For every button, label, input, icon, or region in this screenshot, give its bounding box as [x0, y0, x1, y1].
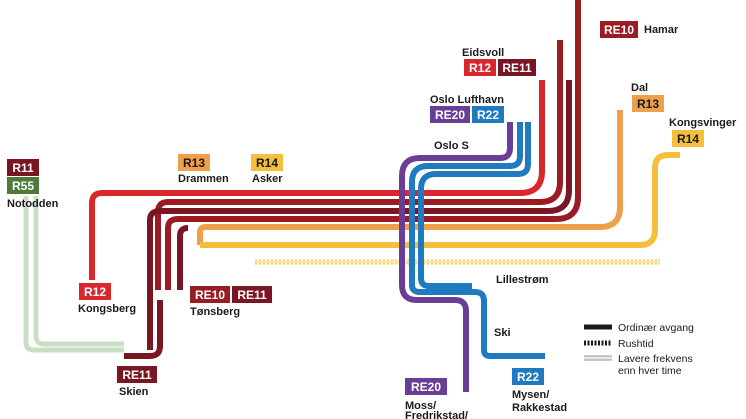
- badge-re20-moss: RE20: [405, 378, 447, 395]
- svg-text:RE11: RE11: [122, 368, 152, 382]
- svg-text:R55: R55: [12, 179, 34, 193]
- svg-text:RE20: RE20: [435, 108, 465, 122]
- place-dal: Dal: [631, 82, 648, 94]
- place-notodden: Notodden: [7, 198, 59, 210]
- svg-text:R13: R13: [637, 97, 659, 111]
- place-eidsvoll: Eidsvoll: [462, 47, 504, 59]
- legend-low-label-1: Lavere frekvens: [618, 353, 693, 365]
- line-r55-notodden: [23, 196, 124, 353]
- svg-text:R14: R14: [256, 156, 278, 170]
- svg-text:RE10: RE10: [604, 23, 634, 37]
- line-re10: [155, 40, 563, 290]
- svg-text:R14: R14: [677, 132, 699, 146]
- place-ski: Ski: [494, 327, 511, 339]
- place-lillestrom: Lillestrøm: [496, 274, 549, 286]
- svg-text:RE20: RE20: [411, 380, 441, 394]
- badge-r55-notodden: R55: [7, 177, 39, 194]
- svg-text:R12: R12: [84, 285, 106, 299]
- place-kongsberg: Kongsberg: [78, 303, 136, 315]
- airport-lines: [399, 122, 545, 392]
- badge-r14-kongsvinger: R14: [672, 130, 704, 147]
- badge-re10-hamar: RE10: [600, 21, 638, 38]
- badge-r22-mysen: R22: [512, 368, 544, 385]
- badge-re11-skien: RE11: [117, 366, 157, 383]
- badge-r13-dal: R13: [632, 95, 664, 112]
- line-re11: [147, 80, 572, 350]
- badge-re20-lufthavn: RE20: [430, 106, 470, 123]
- legend-rush-label: Rushtid: [618, 338, 654, 350]
- svg-text:R12: R12: [469, 61, 491, 75]
- line-r14: [200, 152, 680, 248]
- legend: Ordinær avgang Rushtid Lavere frekvens e…: [584, 322, 694, 377]
- legend-low-label-2: enn hver time: [618, 365, 682, 377]
- line-r22: [409, 122, 545, 359]
- place-skien: Skien: [119, 386, 149, 398]
- place-moss: Moss/: [405, 400, 436, 412]
- place-oslo-lufthavn: Oslo Lufthavn: [430, 94, 504, 106]
- svg-text:R13: R13: [183, 156, 205, 170]
- badge-r14-asker: R14: [251, 154, 283, 171]
- badge-r13-drammen: R13: [178, 154, 210, 171]
- place-mysen: Mysen/: [512, 389, 549, 401]
- place-kongsvinger: Kongsvinger: [669, 117, 737, 129]
- svg-text:RE10: RE10: [195, 288, 225, 302]
- badge-r12-kongsberg: R12: [79, 283, 111, 300]
- place-tonsberg: Tønsberg: [190, 306, 240, 318]
- svg-text:R22: R22: [477, 108, 499, 122]
- svg-text:RE11: RE11: [237, 288, 267, 302]
- line-r12: [89, 80, 545, 280]
- place-hamar: Hamar: [644, 24, 679, 36]
- place-fredrikstad: Fredrikstad/: [405, 410, 468, 419]
- station-ticks: [255, 186, 258, 252]
- badge-re11-eidsvoll: RE11: [498, 59, 536, 76]
- legend-regular-label: Ordinær avgang: [618, 322, 694, 334]
- place-rakkestad: Rakkestad: [512, 402, 567, 414]
- svg-text:RE11: RE11: [502, 61, 532, 75]
- place-asker: Asker: [252, 173, 283, 185]
- badge-re10-tonsberg: RE10: [190, 286, 230, 303]
- svg-text:R11: R11: [12, 161, 34, 175]
- svg-text:R22: R22: [517, 370, 539, 384]
- badge-re11-tonsberg: RE11: [232, 286, 272, 303]
- line-re20: [399, 122, 513, 392]
- badge-r22-lufthavn: R22: [472, 106, 504, 123]
- badge-r12-eidsvoll: R12: [464, 59, 496, 76]
- place-drammen: Drammen: [178, 173, 229, 185]
- place-oslo-s: Oslo S: [434, 140, 469, 152]
- badge-r11-notodden: R11: [7, 159, 39, 176]
